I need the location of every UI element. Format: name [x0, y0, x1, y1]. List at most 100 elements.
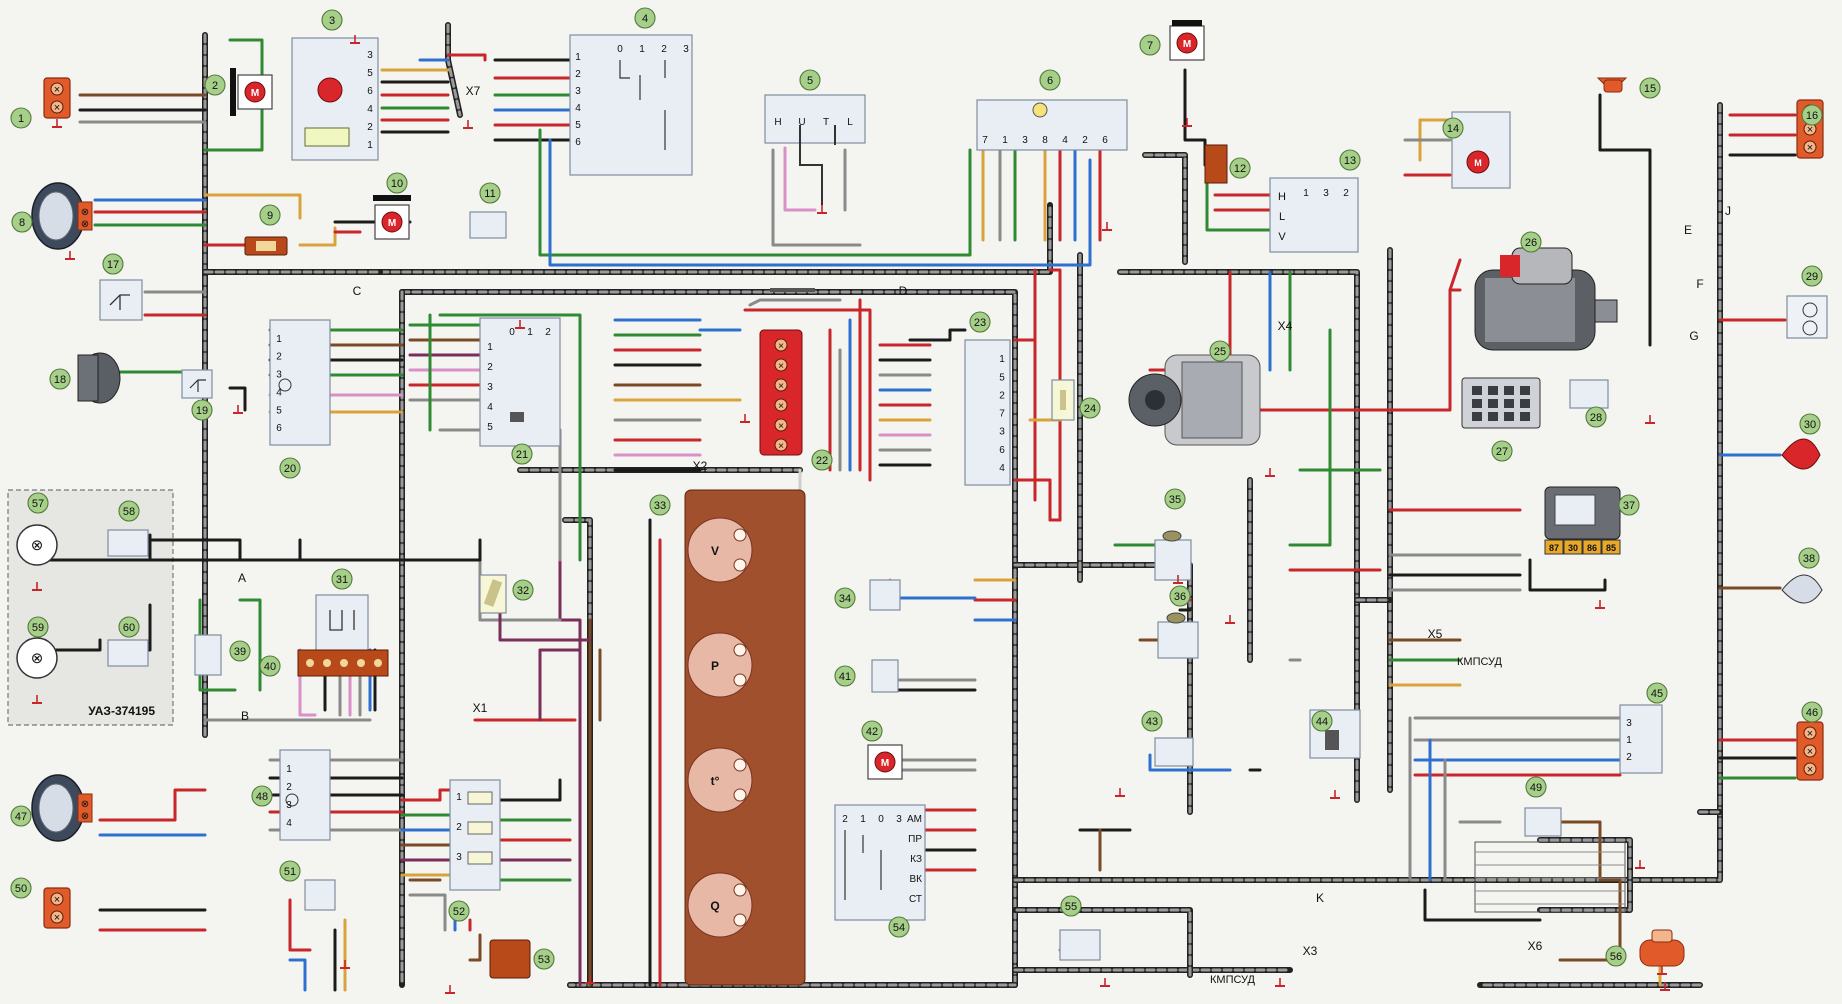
callout-34: 34	[834, 587, 856, 609]
ignition-switch-54	[834, 804, 926, 921]
harness-trunk-core	[1118, 270, 1359, 802]
wire	[1423, 888, 1542, 922]
callout-20-marker	[279, 457, 301, 479]
callout-51-label: 51	[284, 866, 296, 878]
switch-13-position: 2	[1343, 188, 1349, 199]
callout-60-label: 60	[123, 622, 135, 634]
fuse-block-52-fuse	[467, 821, 493, 835]
fuse-block-52-fuse	[467, 851, 493, 865]
callout-31: 31	[331, 568, 353, 590]
block-23	[964, 339, 1011, 486]
callout-27: 27	[1491, 440, 1513, 462]
relay-block-27-cell	[1488, 399, 1498, 408]
switch-49	[1524, 807, 1562, 837]
lamp-38	[1781, 574, 1823, 604]
relay-14-symbol: M	[1474, 158, 1482, 168]
fuse-32-element	[483, 579, 503, 607]
block-48-symbol	[285, 793, 299, 807]
block-45-pin: 3	[1626, 718, 1632, 729]
callout-3: 3	[321, 9, 343, 31]
callout-55: 55	[1060, 895, 1082, 917]
switch-21-pin: 4	[487, 402, 493, 413]
callout-31-marker	[331, 568, 353, 590]
switch-21-position: 0	[509, 327, 515, 338]
block-6-pin: 2	[1082, 135, 1088, 146]
callout-51: 51	[279, 860, 301, 882]
switch-4-pin: 4	[575, 103, 581, 114]
callout-3-marker	[321, 9, 343, 31]
callout-22-marker	[811, 449, 833, 471]
headlamp-8-socket	[77, 201, 93, 231]
harness-trunk-core	[203, 203, 1052, 274]
variant-label: УАЗ-374195	[88, 704, 155, 718]
relay-37-pin: 85	[1606, 543, 1616, 553]
block-3-pin: 4	[367, 104, 373, 115]
switch-4	[569, 34, 693, 176]
fuse-block-22-lamp	[774, 358, 788, 372]
relay-37-pin: 87	[1549, 543, 1559, 553]
junction-label: F	[1696, 277, 1703, 291]
callout-17: 17	[102, 253, 124, 275]
relay-block-27-cell	[1488, 412, 1498, 421]
fuse-block-52-fuse	[467, 791, 493, 805]
harness-trunk-core	[1538, 838, 1632, 912]
block-23-pin: 4	[999, 463, 1005, 474]
callout-36: 36	[1169, 585, 1191, 607]
wire	[238, 538, 482, 562]
callout-34-label: 34	[839, 593, 851, 605]
block-3-resistor	[304, 127, 350, 147]
callout-22: 22	[811, 449, 833, 471]
switch-4-position: 3	[683, 44, 689, 55]
switch-4-pin: 6	[575, 137, 581, 148]
harness-trunk	[1012, 907, 1193, 978]
relay-37-window	[1554, 494, 1596, 526]
sensor-44-element	[1325, 730, 1339, 750]
motor-10-rotor	[381, 211, 403, 233]
block-45	[1619, 704, 1663, 774]
switch-19-symbol	[189, 379, 206, 392]
connector-block-x6	[1474, 841, 1626, 913]
connector-label: X7	[466, 84, 481, 98]
callout-30-marker	[1799, 413, 1821, 435]
wire	[400, 788, 452, 802]
callout-35-marker	[1164, 488, 1186, 510]
block-5-pin: L	[847, 117, 853, 128]
callout-49-marker	[1525, 776, 1547, 798]
callout-24-label: 24	[1084, 403, 1096, 415]
callout-53-label: 53	[538, 954, 550, 966]
callout-55-label: 55	[1065, 901, 1077, 913]
fuse-block-22-cross: ×	[778, 401, 784, 412]
block-20-pin: 3	[276, 370, 282, 381]
sensor-36	[1157, 621, 1199, 659]
callout-19-marker	[191, 399, 213, 421]
relay-block-27-cell	[1504, 399, 1514, 408]
callout-14-label: 14	[1447, 123, 1459, 135]
callout-15-marker	[1639, 77, 1661, 99]
callout-21-label: 21	[516, 449, 528, 461]
fuse-block-22-cross: ×	[778, 361, 784, 372]
switch-51	[304, 879, 336, 911]
callout-21-marker	[511, 443, 533, 465]
gauge-lamp	[733, 788, 747, 802]
callout-6: 6	[1039, 69, 1061, 91]
lamp-cross: ×	[1807, 142, 1813, 154]
callout-45: 45	[1646, 682, 1668, 704]
resistor-22	[770, 288, 815, 292]
callout-9-label: 9	[267, 210, 273, 222]
connector-40-pin	[323, 659, 331, 667]
gauge-label: Q	[710, 899, 719, 913]
callout-2-marker	[204, 74, 226, 96]
block-48-pin: 4	[286, 818, 292, 829]
resistor-12	[1204, 144, 1228, 184]
lamp-cross: ×	[1807, 124, 1813, 136]
lamp-cross: ×	[1807, 764, 1813, 776]
junction-label: J	[1725, 204, 1731, 218]
callout-28-label: 28	[1590, 412, 1602, 424]
switch-43	[1154, 737, 1194, 767]
block-5-pin: U	[798, 117, 805, 128]
lamp-59-cross: ⊗	[31, 650, 44, 667]
callout-33-marker	[649, 494, 671, 516]
relay-block-27-cell	[1504, 386, 1514, 395]
fuse-block-52-pin: 2	[456, 822, 462, 833]
callout-31-label: 31	[336, 574, 348, 586]
